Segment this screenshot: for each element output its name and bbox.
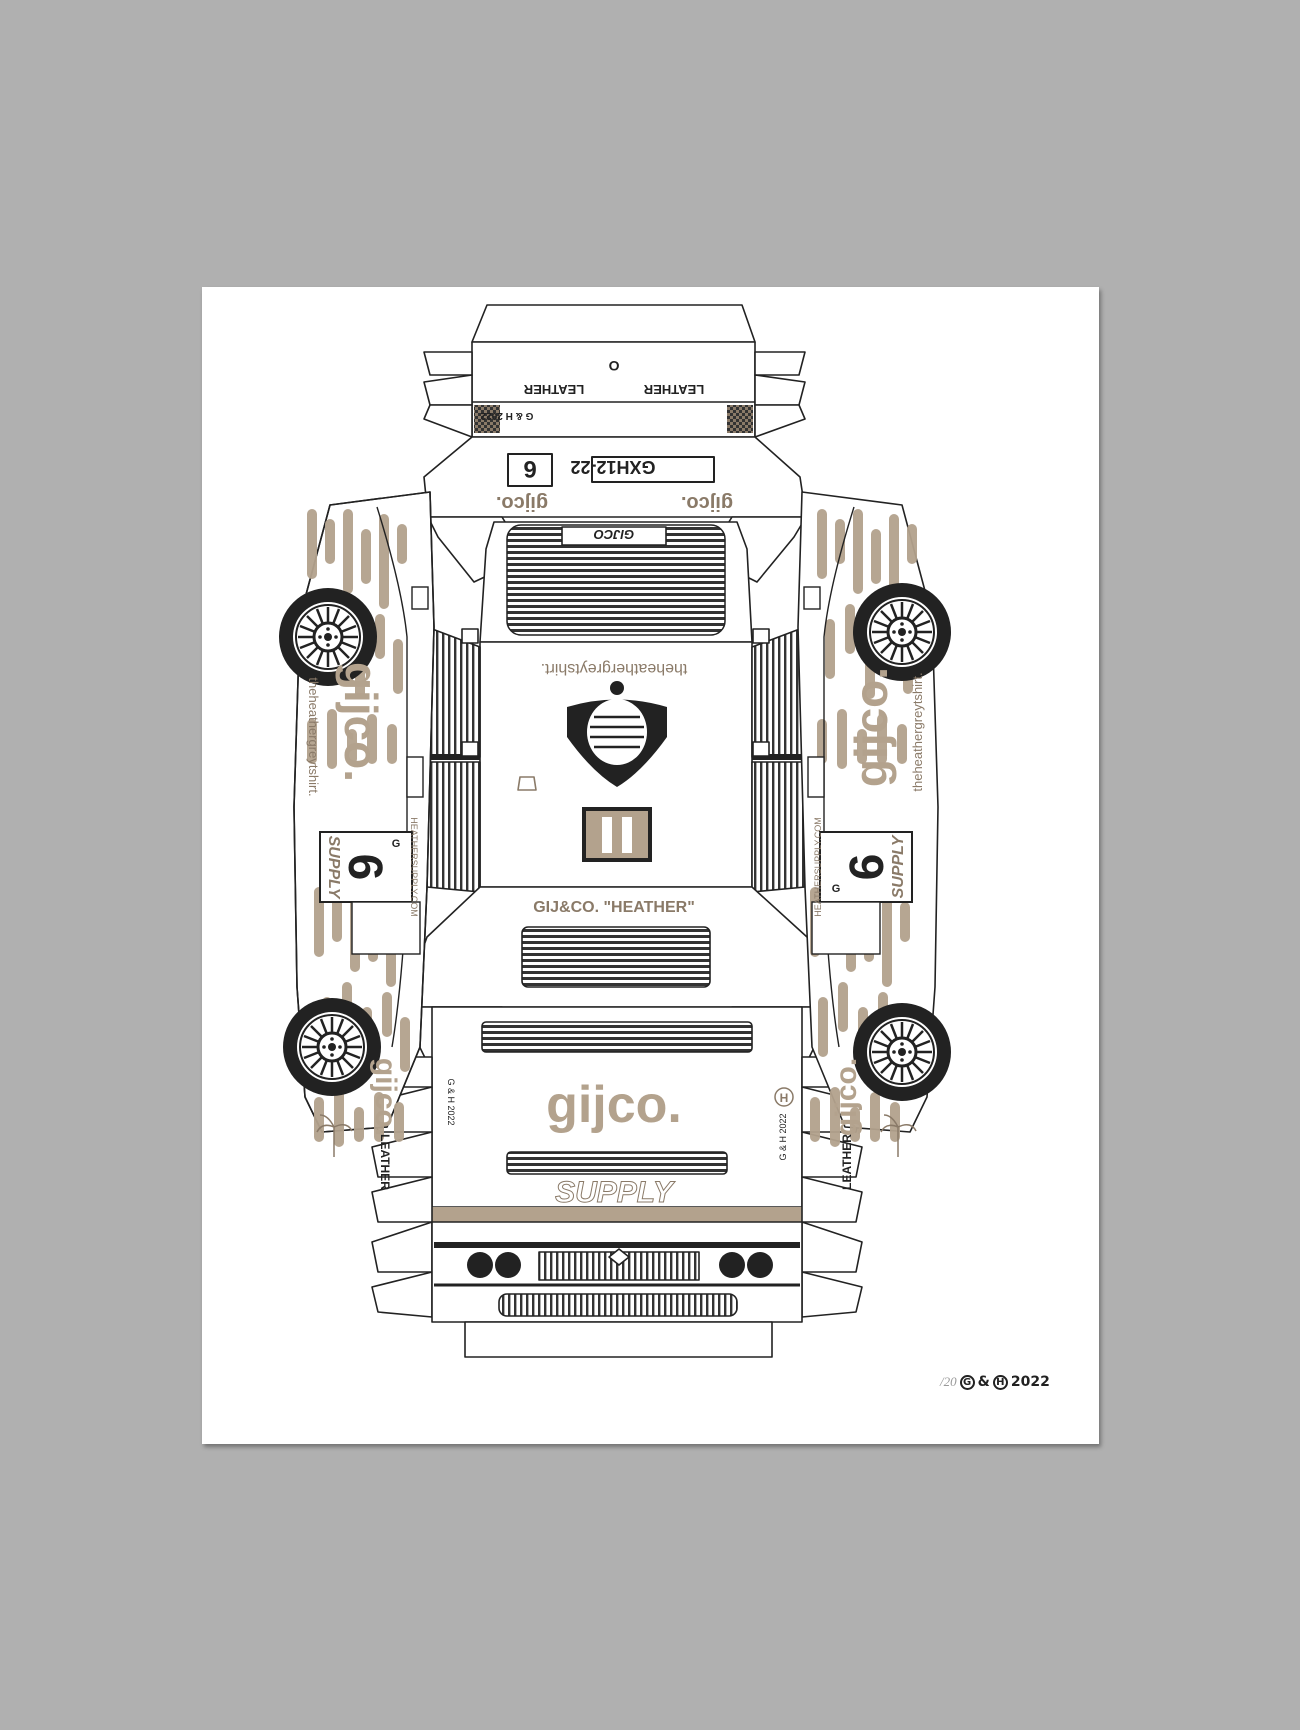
front-copyright-right: G & H 2022: [778, 1113, 788, 1160]
left-leather: LEATHER: [378, 1134, 392, 1190]
left-heather-supply: HEATHERSUPPLY.COM: [409, 817, 419, 917]
right-palm-icon: [880, 1114, 917, 1157]
paper-sheet: GXH12-22 6 gijco. gijco. GIJCO G & H 202…: [202, 287, 1099, 1444]
rear-plate: [591, 456, 715, 483]
left-url: theheathergreytshirt.: [306, 677, 321, 796]
rear-strip-left: LEATHER: [523, 382, 584, 397]
g-logo-icon: G: [959, 1374, 975, 1390]
rear-strip-right: LEATHER: [643, 382, 704, 397]
rear-badge: GIJCO: [594, 527, 634, 542]
left-number: 6: [338, 854, 391, 881]
rear-top-tab: [471, 304, 756, 343]
right-supply: SUPPLY: [890, 834, 907, 898]
rear-bumper-panel: [471, 341, 756, 438]
left-brand: gijco.: [335, 662, 387, 782]
roof-url: theheathergreytshirt.: [541, 660, 688, 677]
right-front-wheel-icon: [851, 581, 953, 683]
right-rear-wheel-icon: [851, 1001, 953, 1103]
front-h-badge: H: [780, 1091, 789, 1105]
right-g-badge: G: [832, 883, 841, 895]
left-rear-wheel-icon: [281, 996, 383, 1098]
rear-brand-left: gijco.: [496, 492, 548, 514]
rear-brand-right: gijco.: [681, 492, 733, 514]
right-rear-brand: gijco.: [830, 1058, 863, 1136]
edition-mark: /20: [940, 1374, 957, 1389]
hood-banner: GIJ&CO. "HEATHER": [533, 899, 695, 916]
front-supply: SUPPLY: [555, 1176, 676, 1209]
left-palm-icon: [316, 1114, 353, 1157]
right-heather-supply: HEATHERSUPPLY.COM: [813, 817, 823, 917]
right-brand: gijco.: [845, 667, 897, 787]
rear-number: 6: [523, 455, 536, 482]
footer-signature: /20 G & H 2022: [940, 1370, 1050, 1394]
left-supply: SUPPLY: [325, 836, 342, 900]
left-rear-brand: gijco.: [369, 1058, 402, 1136]
windshield: [521, 926, 711, 988]
left-g-badge: G: [392, 838, 401, 850]
rear-window: [506, 524, 726, 636]
h-logo-icon: H: [992, 1374, 1008, 1390]
right-number: 6: [841, 854, 894, 881]
right-url: theheathergreytshirt.: [910, 672, 925, 791]
year: 2022: [1010, 1374, 1050, 1390]
front-bottom-tab: [464, 1321, 773, 1358]
rear-tag: O: [608, 358, 619, 374]
papercraft-template: GXH12-22 6 gijco. gijco. GIJCO G & H 202…: [277, 304, 953, 1358]
rear-copyright: G & H 2022: [480, 410, 533, 421]
rear-plate-text: GXH12-22: [570, 457, 655, 477]
front-copyright-left: G & H 2022: [446, 1078, 456, 1125]
right-leather: LEATHER: [840, 1134, 854, 1190]
front-brand: gijco.: [546, 1076, 682, 1134]
amp: &: [977, 1374, 990, 1390]
